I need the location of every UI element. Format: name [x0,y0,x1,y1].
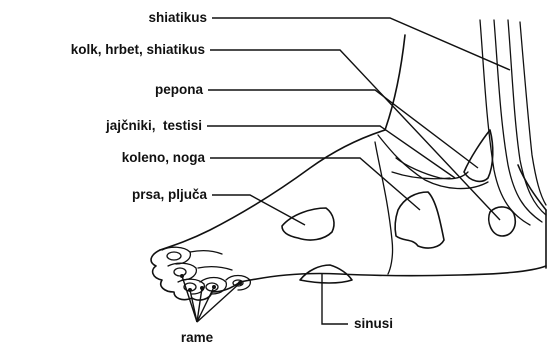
label-koleno-noga: koleno, noga [122,150,206,165]
leg-tendons [480,20,546,225]
foot-outline [151,35,546,300]
leader-shiatikus [212,18,510,70]
zone-prsa [282,208,334,240]
zone-pepona [464,130,493,181]
leader-kolk [210,50,500,220]
leader-pepona [208,90,478,168]
label-shiatikus: shiatikus [148,10,207,25]
label-kolk-hrbet-shiatikus: kolk, hrbet, shiatikus [71,42,205,57]
label-jajcniki-testisi: jajčniki, testisi [105,118,202,133]
toes [162,247,250,294]
label-rame: rame [181,330,214,345]
label-sinusi: sinusi [354,316,393,331]
label-prsa-pljuca: prsa, pljuča [132,187,208,202]
leader-koleno [210,158,420,210]
reflex-zones [282,130,515,283]
foot-structure [375,135,488,274]
leader-prsa [212,195,305,225]
zone-koleno [395,192,444,248]
toe-1 [162,247,190,264]
label-pepona: pepona [155,82,203,97]
labels: shiatikus kolk, hrbet, shiatikus pepona … [71,10,393,345]
